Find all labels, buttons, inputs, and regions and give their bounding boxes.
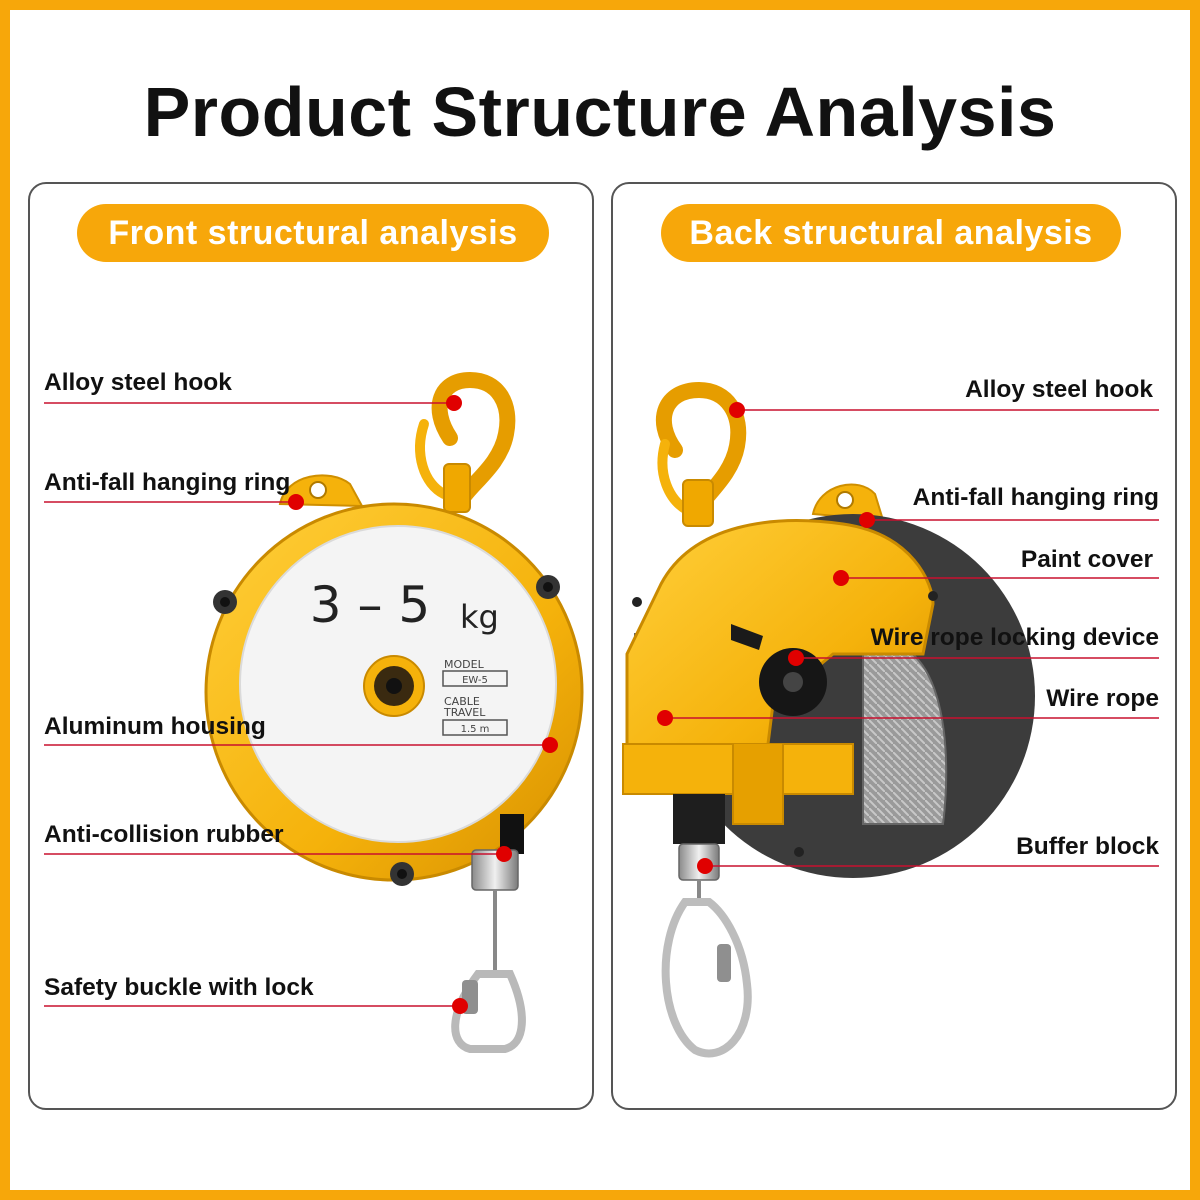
- cable-label-1: CABLE: [444, 695, 480, 708]
- model-value: EW-5: [462, 675, 488, 686]
- front-heading: Front structural analysis: [77, 204, 549, 262]
- front-callout-alloy-steel-hook: Alloy steel hook: [44, 369, 232, 396]
- page-title: Product Structure Analysis: [143, 73, 1057, 151]
- front-balancer-illustration: 3 – 5 kg MODEL EW-5 CABLE TRAVEL 1.5 m: [44, 371, 584, 1053]
- back-panel: Back structural analysis: [611, 182, 1177, 1110]
- back-callout-buffer-block: Buffer block: [1016, 833, 1159, 860]
- front-panel: Front structural analysis: [28, 182, 594, 1110]
- front-callout-anti-fall-hanging-ring: Anti-fall hanging ring: [44, 469, 291, 496]
- front-callout-aluminum-housing: Aluminum housing: [44, 713, 266, 740]
- back-heading: Back structural analysis: [661, 204, 1121, 262]
- back-callout-wire-rope-locking-device: Wire rope locking device: [870, 624, 1159, 651]
- back-callout-wire-rope: Wire rope: [1046, 685, 1159, 712]
- front-callout-safety-buckle-with-lock: Safety buckle with lock: [44, 974, 314, 1001]
- cable-value: 1.5 m: [461, 724, 490, 735]
- capacity-unit: kg: [460, 598, 499, 636]
- front-hook-icon: [415, 371, 516, 513]
- front-callout-anti-collision-rubber: Anti-collision rubber: [44, 821, 284, 848]
- capacity-main: 3 – 5: [310, 576, 430, 634]
- back-callout-anti-fall-hanging-ring: Anti-fall hanging ring: [912, 484, 1159, 511]
- wire-rope-lock-icon: [731, 624, 827, 716]
- back-carabiner-icon: [661, 898, 752, 1058]
- model-label: MODEL: [444, 658, 485, 671]
- cable-label-2: TRAVEL: [443, 706, 486, 719]
- back-callout-paint-cover: Paint cover: [1020, 546, 1153, 573]
- back-balancer-illustration: [622, 381, 1159, 1058]
- back-callout-alloy-steel-hook: Alloy steel hook: [965, 376, 1153, 403]
- back-hook-icon: [655, 381, 747, 527]
